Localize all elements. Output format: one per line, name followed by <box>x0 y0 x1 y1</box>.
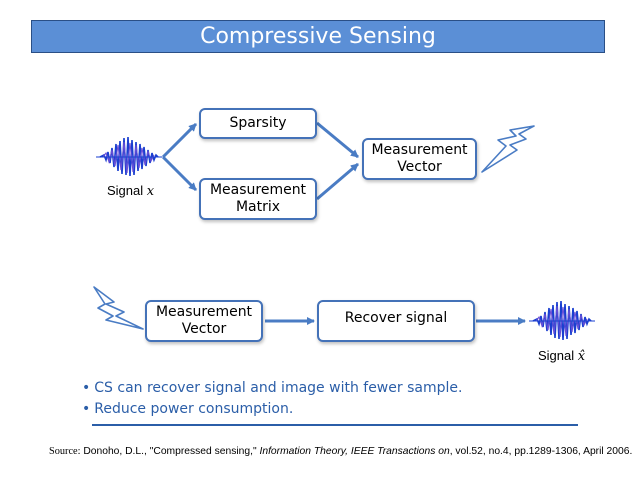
transmit-lightning-icon <box>481 125 535 173</box>
sparsity-box: Sparsity <box>199 108 317 139</box>
merge-arrow-from-matrix <box>316 162 359 201</box>
divider-line <box>92 424 578 426</box>
source-details: , vol.52, no.4, pp.1289-1306, April 2006… <box>449 446 633 457</box>
measurement-matrix-label: Measurement Matrix <box>209 182 307 215</box>
output-signal-var: x̂ <box>577 349 586 364</box>
slide-title: Compressive Sensing <box>31 20 605 53</box>
bullet-item: CS can recover signal and image with few… <box>82 378 462 399</box>
input-signal-text: Signal <box>107 183 147 198</box>
measurement-vector-label-top: Measurement Vector <box>371 142 468 175</box>
sparsity-label: Sparsity <box>229 115 287 131</box>
measurement-vector-label-bottom: Measurement Vector <box>155 304 253 337</box>
merge-arrow-from-sparsity <box>316 121 359 159</box>
recover-signal-box: Recover signal <box>317 300 475 342</box>
output-signal-label: Signal x̂ <box>538 348 585 364</box>
source-lead: Source: <box>49 446 81 457</box>
source-authors: Donoho, D.L., "Compressed sensing," <box>80 446 260 457</box>
bullet-list: CS can recover signal and image with few… <box>82 378 462 420</box>
input-signal-label: Signal x <box>107 183 154 199</box>
bullet-text: Reduce power consumption. <box>94 401 294 417</box>
fork-arrow-to-matrix <box>161 155 198 192</box>
measurement-vector-box-bottom: Measurement Vector <box>145 300 263 342</box>
output-signal-text: Signal <box>538 348 578 363</box>
recover-signal-label: Recover signal <box>344 310 448 326</box>
input-signal-var: x <box>146 184 155 199</box>
measurement-vector-box-top: Measurement Vector <box>362 138 477 180</box>
bullet-text: CS can recover signal and image with few… <box>94 380 463 396</box>
output-waveform-icon <box>529 300 595 341</box>
measurement-matrix-box: Measurement Matrix <box>199 178 317 220</box>
bullet-item: Reduce power consumption. <box>82 399 462 420</box>
receive-lightning-icon <box>93 286 144 330</box>
input-waveform-icon <box>96 136 162 177</box>
source-citation: Source: Donoho, D.L., "Compressed sensin… <box>49 446 632 457</box>
source-journal: Information Theory, IEEE Transactions on <box>259 446 450 457</box>
fork-arrow-to-sparsity <box>161 122 198 159</box>
